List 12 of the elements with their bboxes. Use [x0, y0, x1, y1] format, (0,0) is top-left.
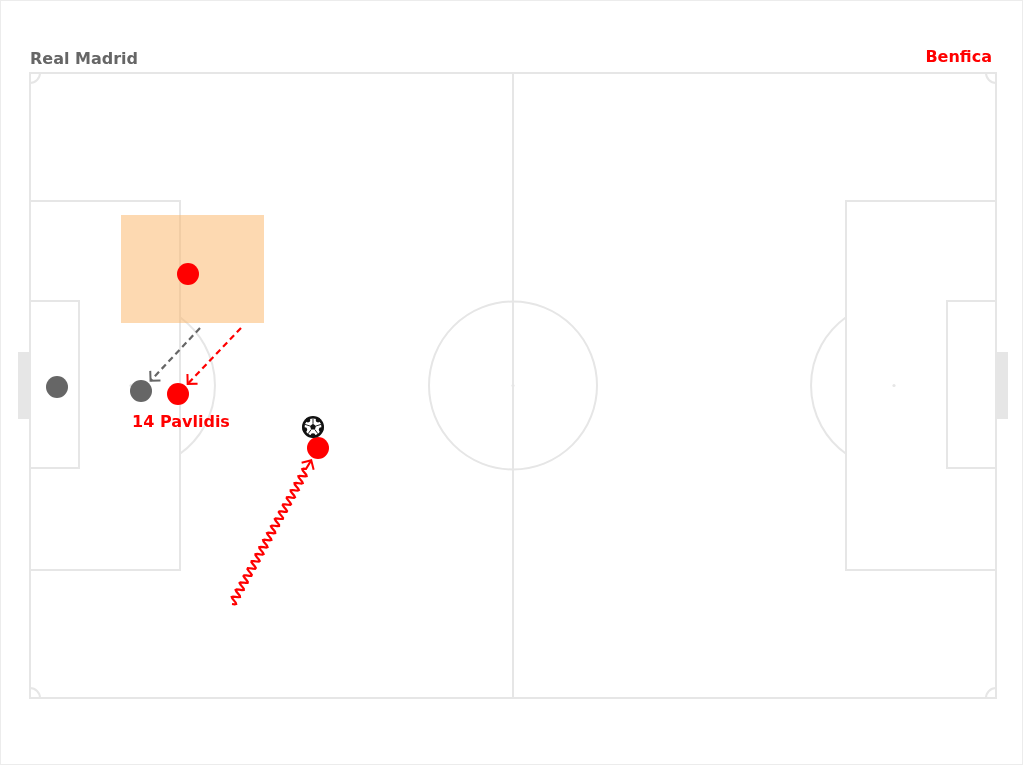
- dashed-arrow: [186, 327, 242, 385]
- player-dot: [307, 437, 329, 459]
- wavy-arrow: [230, 459, 315, 606]
- player-dot: [167, 383, 189, 405]
- player-dot: [130, 380, 152, 402]
- player-dot: [177, 263, 199, 285]
- highlight-zone: [121, 215, 264, 323]
- player-dot: [46, 376, 68, 398]
- team-name: Benfica: [925, 47, 992, 67]
- player-name: 14 Pavlidis: [132, 412, 230, 432]
- dashed-arrow: [149, 327, 201, 382]
- team-name: Real Madrid: [30, 49, 139, 69]
